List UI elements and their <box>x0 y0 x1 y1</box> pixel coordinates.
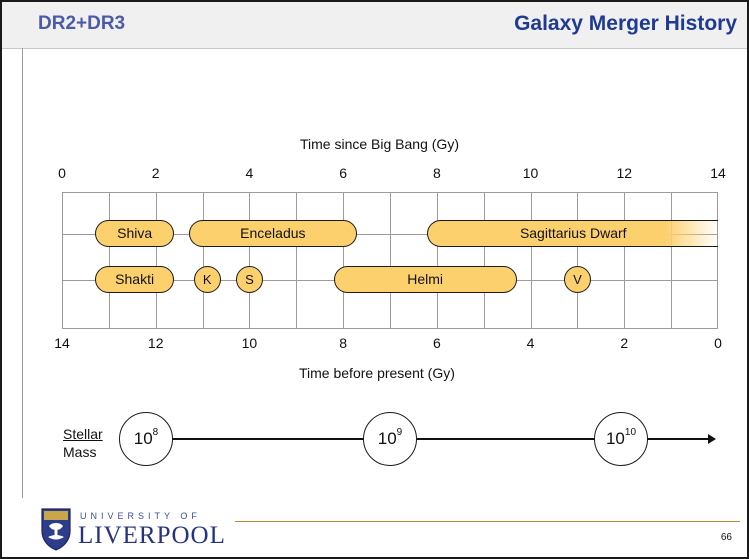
bottom-axis-tick-label: 2 <box>620 335 629 351</box>
logo-university-of: UNIVERSITY OF <box>80 511 201 521</box>
merger-event-enceladus: Enceladus <box>188 219 358 247</box>
top-axis-tick-label: 6 <box>339 165 348 181</box>
top-axis-tick-label: 12 <box>616 165 633 181</box>
grid-vline <box>108 192 110 329</box>
mass-marker-exponent: 8 <box>152 426 159 438</box>
logo-liverpool: LIVERPOOL <box>78 522 226 549</box>
bottom-axis-tick-label: 4 <box>526 335 535 351</box>
slide-header: DR2+DR3 Galaxy Merger History <box>2 2 747 49</box>
mass-marker-exponent: 10 <box>624 426 637 438</box>
grid-vline <box>483 192 485 329</box>
grid-vline <box>155 192 157 329</box>
mass-marker-exponent: 9 <box>396 426 403 438</box>
top-axis-tick-label: 8 <box>432 165 441 181</box>
bottom-axis-title: Time before present (Gy) <box>299 365 455 381</box>
bottom-axis-tick-label: 6 <box>432 335 441 351</box>
merger-event-helmi: Helmi <box>333 265 517 293</box>
merger-event-k: K <box>193 265 221 293</box>
page-number: 66 <box>720 532 732 543</box>
slide-title: Galaxy Merger History <box>514 12 737 35</box>
grid-vline <box>436 192 438 329</box>
university-crest-icon <box>41 508 71 551</box>
top-axis-tick-label: 0 <box>58 165 66 181</box>
mass-marker-base: 10 <box>377 429 397 448</box>
left-divider <box>22 48 23 498</box>
grid-vline <box>624 192 626 329</box>
bottom-axis-tick-label: 12 <box>147 335 164 351</box>
merger-event-sagittarius-dwarf: Sagittarius Dwarf <box>427 219 718 247</box>
top-axis-tick-label: 10 <box>522 165 539 181</box>
top-axis-tick-label: 14 <box>710 165 726 181</box>
grid-vline <box>62 192 63 329</box>
grid-vline <box>671 192 673 329</box>
arrow-right-icon <box>708 434 716 444</box>
merger-event-shiva: Shiva <box>94 219 175 247</box>
stellar-mass-label: Stellar Mass <box>63 425 103 461</box>
top-axis-tick-label: 4 <box>245 165 254 181</box>
bottom-axis-tick-label: 14 <box>54 335 70 351</box>
stellar-mass-label-line1: Stellar <box>63 426 103 442</box>
grid-hline <box>62 192 718 193</box>
grid-vline <box>390 192 391 329</box>
footer-rule <box>235 521 740 522</box>
grid-hline <box>62 234 718 235</box>
bottom-axis-tick-label: 0 <box>714 335 722 351</box>
grid-vline <box>202 192 204 329</box>
bottom-axis-tick-label: 8 <box>339 335 348 351</box>
stellar-mass-label-line2: Mass <box>63 444 97 460</box>
grid-vline <box>249 192 251 329</box>
top-axis-title: Time since Big Bang (Gy) <box>300 136 459 152</box>
university-logo: UNIVERSITY OF LIVERPOOL <box>40 507 300 557</box>
top-axis-tick-label: 2 <box>151 165 160 181</box>
grid-hline <box>62 328 718 329</box>
grid-vline <box>530 192 532 329</box>
section-title: DR2+DR3 <box>38 13 126 34</box>
merger-event-s: S <box>235 265 263 293</box>
mass-marker-base: 10 <box>605 429 625 448</box>
grid-vline <box>343 192 345 329</box>
merger-event-v: V <box>563 265 591 293</box>
grid-vline <box>717 192 718 329</box>
merger-event-shakti: Shakti <box>94 265 175 293</box>
grid-vline <box>296 192 298 329</box>
grid-vline <box>577 192 579 329</box>
bottom-axis-tick-label: 10 <box>241 335 258 351</box>
mass-marker-base: 10 <box>133 429 153 448</box>
